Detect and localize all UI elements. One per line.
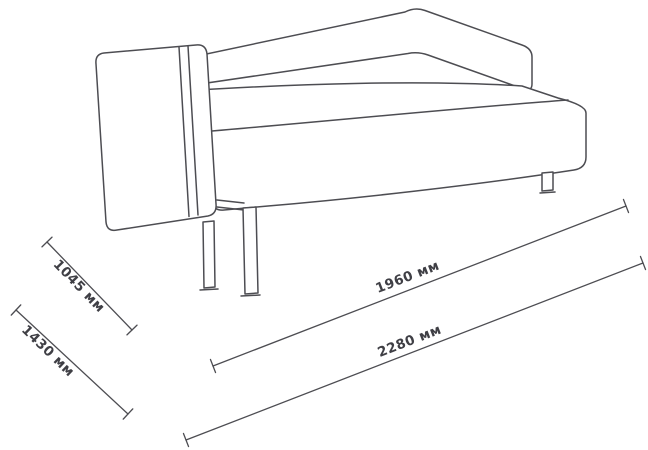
dimension-tick [209, 358, 217, 374]
dimension-tick [10, 304, 22, 316]
dimension-line-width-total [185, 262, 644, 441]
dimension-lines [10, 198, 647, 448]
right-leg-foot [539, 191, 556, 194]
dimension-line-depth-total [15, 309, 129, 415]
dimension-labels: 1045 мм 1430 мм 1960 мм 2280 мм [18, 257, 444, 381]
frame-rail [216, 199, 245, 211]
front-leg-foot [240, 294, 261, 297]
dimension-tick [41, 236, 53, 248]
dimension-tick [622, 198, 630, 214]
dimension-tick [122, 408, 134, 420]
rear-leg [202, 220, 216, 289]
dimension-tick [126, 324, 138, 336]
sofa-outline [95, 8, 587, 297]
backrest-outline [155, 8, 533, 91]
dimension-label-depth-total: 1430 мм [18, 322, 77, 380]
rear-leg-foot [199, 288, 219, 291]
dimension-label-depth-seat: 1045 мм [50, 257, 108, 316]
right-leg [541, 171, 554, 192]
front-leg [242, 206, 259, 295]
dimension-tick [639, 255, 647, 271]
armrest-inner-edge-2 [178, 46, 190, 218]
armrest-outline [95, 44, 217, 232]
dimension-label-width-total: 2280 мм [375, 322, 443, 361]
seat-front-seam [211, 99, 569, 132]
armrest-inner-edge [187, 45, 199, 216]
dimension-tick [182, 432, 190, 448]
seat-outline [167, 82, 587, 211]
dimension-line-width-seat [212, 205, 627, 367]
dimension-line-depth-seat [46, 241, 133, 331]
